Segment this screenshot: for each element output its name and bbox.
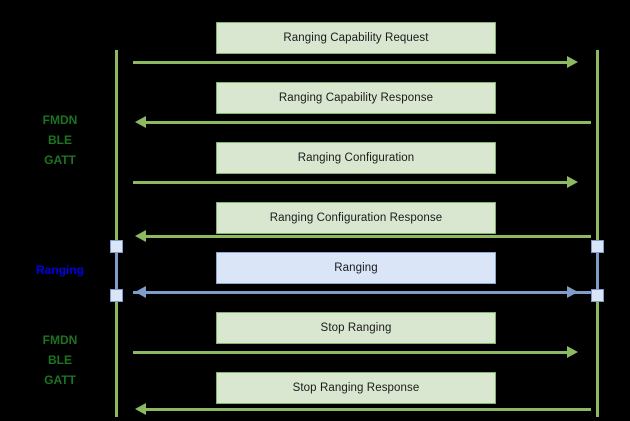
phase-label-fmdn-ble-gatt-top: FMDN BLE GATT (42, 113, 78, 167)
lifeline-left-ranging-segment (115, 246, 118, 301)
arrow-shaft (133, 181, 567, 184)
message-box-ranging-capability-response: Ranging Capability Response (216, 82, 496, 114)
arrow-head-right-icon (567, 56, 578, 68)
message-box-ranging-configuration: Ranging Configuration (216, 142, 496, 174)
arrow-shaft (133, 351, 567, 354)
arrow-shaft (146, 235, 591, 238)
arrow-head-right-icon (567, 286, 578, 298)
lifeline-left-upper (115, 50, 118, 246)
message-arrow-ranging-configuration-response (135, 230, 591, 242)
arrow-shaft (133, 291, 567, 294)
message-box-stop-ranging: Stop Ranging (216, 312, 496, 344)
arrow-shaft (146, 408, 591, 411)
message-arrow-ranging-configuration (133, 176, 578, 188)
lifeline-right-lower (596, 295, 599, 417)
message-arrow-stop-ranging (133, 346, 578, 358)
message-box-stop-ranging-response: Stop Ranging Response (216, 372, 496, 404)
arrow-head-left-icon (135, 403, 146, 415)
message-box-ranging-capability-request: Ranging Capability Request (216, 22, 496, 54)
message-arrow-ranging-right (133, 286, 578, 298)
lifeline-right-upper (596, 50, 599, 246)
activation-left-end (110, 289, 123, 302)
lifeline-left-lower (115, 295, 118, 417)
arrow-shaft (133, 61, 567, 64)
arrow-shaft (146, 121, 591, 124)
message-arrow-stop-ranging-response (135, 403, 591, 415)
arrow-head-right-icon (567, 346, 578, 358)
activation-right-end (591, 289, 604, 302)
activation-right-start (591, 240, 604, 253)
message-arrow-ranging-capability-response (135, 116, 591, 128)
lifeline-right-ranging-segment (596, 246, 599, 301)
arrow-head-left-icon (135, 116, 146, 128)
phase-label-ranging: Ranging (36, 263, 84, 277)
arrow-head-left-icon (135, 230, 146, 242)
message-arrow-ranging-capability-request (133, 56, 578, 68)
message-box-ranging: Ranging (216, 252, 496, 284)
phase-label-fmdn-ble-gatt-bottom: FMDN BLE GATT (42, 333, 78, 387)
message-box-ranging-configuration-response: Ranging Configuration Response (216, 202, 496, 234)
activation-left-start (110, 240, 123, 253)
arrow-head-right-icon (567, 176, 578, 188)
